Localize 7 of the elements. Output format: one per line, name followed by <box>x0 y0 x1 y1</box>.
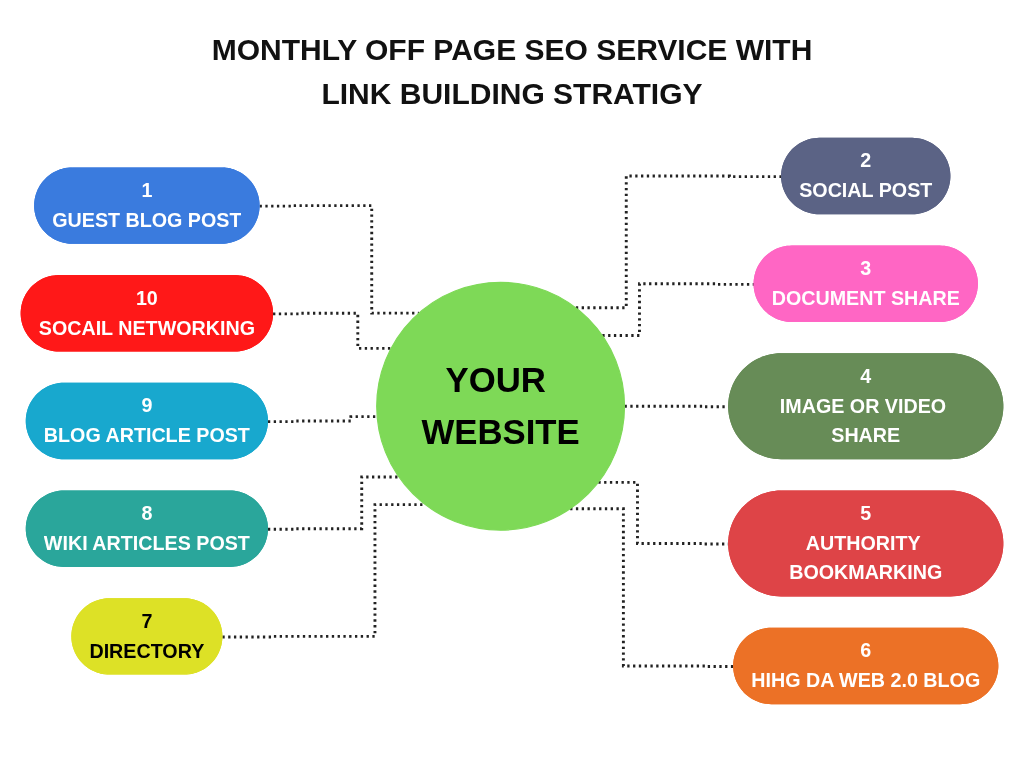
connector <box>267 475 399 531</box>
connector <box>273 311 392 350</box>
title: MONTHLY OFF PAGE SEO SERVICE WITH LINK BUILDING STRATIGY <box>210 32 814 112</box>
node-circle: YOUR WEBSITE <box>376 281 626 531</box>
connector <box>259 204 419 315</box>
connector <box>267 415 378 424</box>
connector <box>575 174 783 310</box>
